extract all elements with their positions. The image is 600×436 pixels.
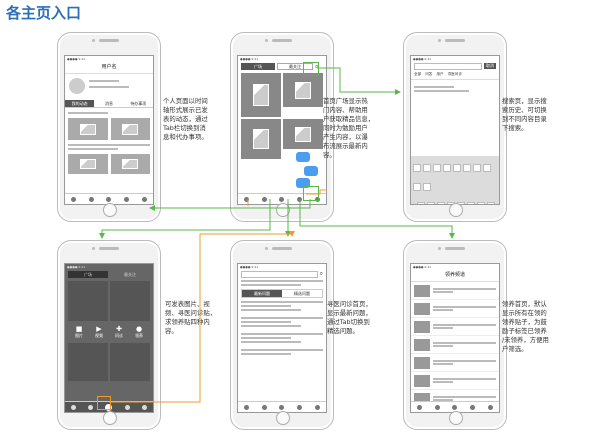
publish-clinic-option[interactable]: ✚问诊 bbox=[115, 325, 123, 338]
avatar bbox=[69, 78, 85, 94]
tab-featured-questions[interactable]: 精选问题 bbox=[294, 291, 310, 296]
adopt-tabbar[interactable] bbox=[411, 401, 499, 412]
personal-tabbar[interactable] bbox=[65, 193, 153, 204]
tab-square[interactable]: 广场 bbox=[241, 63, 275, 70]
tab-following[interactable]: 最关注 bbox=[277, 63, 313, 70]
paw-icon: ● bbox=[135, 325, 143, 333]
tab-todos[interactable]: 待办事项 bbox=[130, 101, 147, 106]
adopt-header: 领养频道 bbox=[411, 270, 499, 282]
tab-my-posts[interactable]: 我的动态 bbox=[65, 100, 95, 107]
search-icon[interactable]: ⌕ bbox=[315, 63, 319, 70]
list-item[interactable] bbox=[411, 354, 499, 372]
search-input[interactable] bbox=[414, 62, 482, 70]
video-icon: ▶ bbox=[96, 325, 102, 333]
list-item[interactable] bbox=[411, 300, 499, 318]
search-highlight bbox=[303, 62, 319, 76]
note-square: 首页广场显示热 门内容、帮助用 户获取精品信息， 同时为勉励用户 产生内容，以瀑… bbox=[323, 97, 375, 159]
publish-video-option[interactable]: ▶视频 bbox=[95, 325, 103, 338]
publish-adopt-option[interactable]: ●领养 bbox=[135, 325, 143, 338]
note-publish: 可发表图片、视 频、寻医问诊贴， 求领养贴四种内 容。 bbox=[165, 300, 217, 335]
cancel-button[interactable]: 取消 bbox=[484, 63, 496, 69]
search-tab-qa[interactable]: 问答 bbox=[425, 72, 433, 76]
search-tab-clinic[interactable]: 寻医问诊 bbox=[447, 72, 462, 76]
note-search: 搜索页，显示搜 索历史、可切换 到不同内容目录 下搜索。 bbox=[502, 97, 547, 132]
clinic-icon: ✚ bbox=[116, 325, 122, 333]
phone-adopt: ●●●● 9:41 领养频道 bbox=[403, 240, 507, 430]
tab-following-dim[interactable]: 最关注 bbox=[124, 272, 136, 277]
note-clinic: 寻医问诊首页， 显示最新问题， 通过Tab切换到 精选问题。 bbox=[327, 300, 372, 335]
note-adopt: 领养首页，默认 显示所有在领的 领养贴子，为鼓 励子标签已领养 /未领养，方便用… bbox=[502, 300, 549, 353]
list-item[interactable] bbox=[411, 336, 499, 354]
search-tab-users[interactable]: 用户 bbox=[436, 72, 444, 76]
publish-button-highlight bbox=[97, 396, 111, 410]
list-item[interactable] bbox=[411, 318, 499, 336]
note-personal: 个人页面以时间 轴形式展示已发 表的动态，通过 Tab栏切换到消 息和代办事项。 bbox=[163, 97, 208, 141]
keyboard[interactable] bbox=[411, 156, 499, 204]
personal-header: 用户名 bbox=[65, 62, 153, 74]
phone-search: ●●●● 9:41 取消 全部 问答 用户 寻医问诊 bbox=[403, 32, 507, 222]
search-tab-all[interactable]: 全部 bbox=[414, 72, 422, 76]
list-item[interactable] bbox=[411, 282, 499, 300]
phone-publish: ●●●● 9:41 广场 最关注 ■图片 ▶视频 ✚问诊 ●领养 bbox=[57, 240, 161, 430]
phone-clinic: ●●●● 9:41 ⌕ 最新问题 精选问题 bbox=[230, 240, 334, 430]
publish-photo-option[interactable]: ■图片 bbox=[75, 325, 83, 338]
clinic-tabbar[interactable] bbox=[238, 401, 326, 412]
list-item[interactable] bbox=[411, 372, 499, 390]
page-title: 各主页入口 bbox=[6, 4, 82, 22]
clinic-search-icon[interactable]: ⌕ bbox=[319, 270, 323, 277]
phone-square: ●●●● 9:41 广场 最关注 ⌕ bbox=[230, 32, 334, 222]
tab-square-dim[interactable]: 广场 bbox=[68, 271, 108, 278]
camera-icon: ■ bbox=[75, 325, 83, 333]
tab-messages[interactable]: 消息 bbox=[104, 101, 113, 106]
phone-personal: ●●●● 9:41 用户名 我的动态 消息 待办事项 bbox=[57, 32, 161, 222]
tab-latest-questions[interactable]: 最新问题 bbox=[242, 290, 282, 297]
